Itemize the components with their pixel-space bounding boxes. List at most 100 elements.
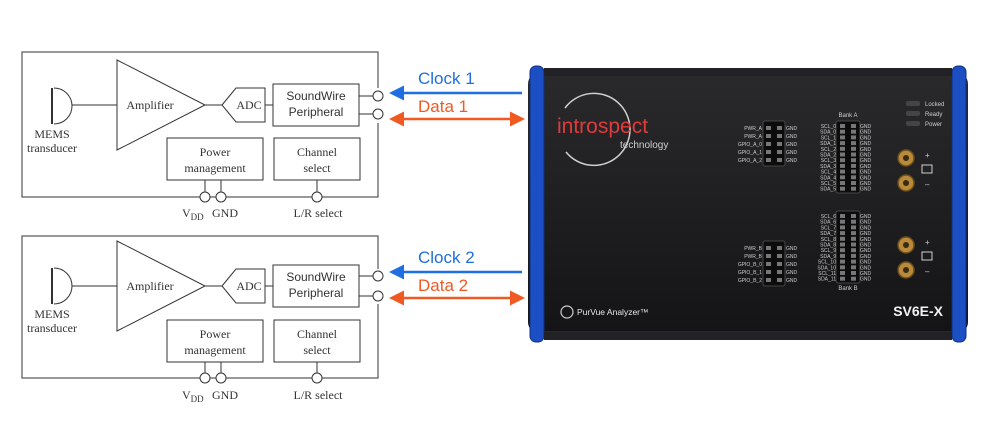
purvue-logo-icon xyxy=(560,305,574,319)
plus-icon: + xyxy=(925,238,930,247)
pin xyxy=(851,265,856,270)
transducer-label: transducer xyxy=(27,321,77,335)
lr-select-pin xyxy=(311,191,323,203)
pin xyxy=(840,158,845,163)
pin xyxy=(766,278,771,282)
pin xyxy=(766,262,771,266)
pin xyxy=(777,126,782,130)
mems-label: MEMS xyxy=(34,307,69,321)
pin-label: GPIO_B_2 xyxy=(738,278,762,284)
data-pin xyxy=(372,108,384,120)
soundwire-label: SoundWire xyxy=(286,270,346,284)
clock-pin xyxy=(372,270,384,282)
pin-label: SDA_11 xyxy=(818,277,836,283)
pin-label: SDA_8 xyxy=(820,243,836,249)
pin-label: SDA_0 xyxy=(820,130,836,136)
pin xyxy=(777,142,782,146)
pin xyxy=(766,246,771,250)
gnd-pin-label: GND xyxy=(786,142,798,148)
pin-label: SCL_3 xyxy=(821,158,837,164)
pin-label: SDA_5 xyxy=(820,187,836,193)
pin xyxy=(851,129,856,134)
lr-select-label: L/R select xyxy=(294,388,344,402)
mems-transducer-icon xyxy=(53,87,73,125)
soundwire-label: SoundWire xyxy=(286,89,346,103)
clock-pin xyxy=(372,90,384,102)
gnd-pin-label: GND xyxy=(860,271,872,277)
pin xyxy=(840,152,845,157)
soundwire-peripheral-box xyxy=(272,83,360,127)
pin xyxy=(840,271,845,275)
gnd-pin-label: GND xyxy=(786,126,798,132)
pin-label: SCL_6 xyxy=(821,214,837,220)
pin-label: PWR_A xyxy=(744,134,762,140)
pin xyxy=(777,158,782,162)
pin-label: SCL_2 xyxy=(821,147,837,153)
peripheral-label: Peripheral xyxy=(289,286,344,300)
pin xyxy=(851,135,856,140)
pin xyxy=(851,219,856,224)
management-label: management xyxy=(184,161,246,175)
led-locked-label: Locked xyxy=(925,102,944,108)
pin xyxy=(777,262,782,266)
pin xyxy=(766,270,771,274)
pin xyxy=(777,254,782,258)
sma-connectors: + – + – xyxy=(897,149,933,279)
data-pin xyxy=(372,290,384,302)
link-labels: Clock 1 Data 1 Clock 2 Data 2 xyxy=(418,69,475,295)
amplifier-triangle xyxy=(116,59,207,151)
gnd-pin-label: GND xyxy=(860,254,872,260)
channel-label: Channel xyxy=(297,327,338,341)
minus-icon: – xyxy=(925,180,930,189)
pin xyxy=(851,231,856,236)
adc-label: ADC xyxy=(236,98,261,112)
led-power-label: Power xyxy=(925,122,942,128)
gnd-pin-label: GND xyxy=(786,246,798,252)
peripheral-label: Peripheral xyxy=(289,105,344,119)
pin-label: GPIO_A_2 xyxy=(738,158,762,164)
microphone-block-1-labels: MEMS transducer Amplifier ADC SoundWire … xyxy=(27,89,346,222)
purvue-analyzer-device: introspect technology Locked Ready Power… xyxy=(528,65,968,343)
led-locked xyxy=(906,101,920,106)
power-management-box xyxy=(166,319,264,363)
amplifier-label: Amplifier xyxy=(126,98,173,112)
microphone-block-2-labels: MEMS transducer Amplifier ADC SoundWire … xyxy=(27,270,346,404)
device-outline xyxy=(21,51,379,198)
pin xyxy=(840,135,845,140)
gnd-pin-label: GND xyxy=(860,243,872,249)
mems-label: MEMS xyxy=(34,127,69,141)
pin xyxy=(840,214,845,218)
gnd-pin-label: GND xyxy=(860,141,872,147)
pin-label: SCL_11 xyxy=(818,271,836,277)
pin-label: SCL_0 xyxy=(821,124,837,130)
microphone-block-1 xyxy=(21,51,384,203)
gnd-pin-label: GND xyxy=(860,231,872,237)
model-name: SV6E-X xyxy=(893,303,943,319)
pin xyxy=(851,276,856,281)
amplifier-triangle xyxy=(116,240,207,332)
gnd-pin-label: GND xyxy=(860,225,872,231)
gnd-pin-label: GND xyxy=(860,181,872,187)
gnd-pin-label: GND xyxy=(860,214,872,220)
pin xyxy=(840,259,845,264)
pin xyxy=(777,270,782,274)
pin xyxy=(851,248,856,253)
pin xyxy=(840,265,845,270)
pin-label: GPIO_A_1 xyxy=(738,150,762,156)
pin xyxy=(851,175,856,180)
pin xyxy=(840,124,845,128)
gnd-pin-label: GND xyxy=(860,135,872,141)
pin-label: SCL_10 xyxy=(818,260,836,266)
vdd-label: VDD xyxy=(182,388,204,404)
pin xyxy=(777,278,782,282)
pin xyxy=(840,129,845,134)
pin-label: SDA_9 xyxy=(820,254,836,260)
gnd-pin-label: GND xyxy=(786,150,798,156)
link-arrows xyxy=(389,85,525,306)
clock-output-icon xyxy=(921,251,933,261)
device-outline xyxy=(21,235,379,379)
pin xyxy=(840,169,845,174)
